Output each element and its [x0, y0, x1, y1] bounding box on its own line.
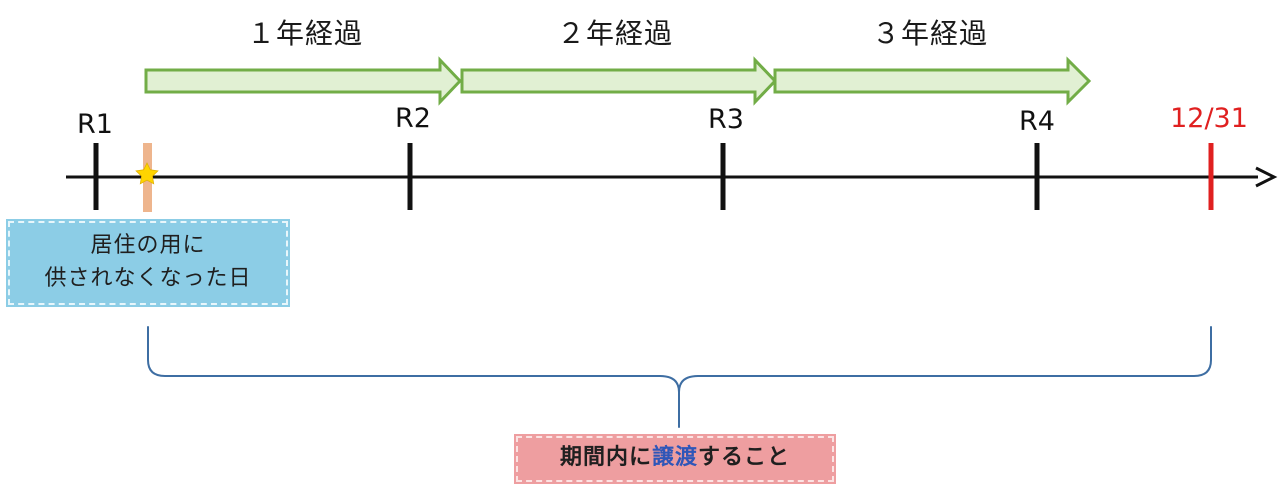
year-label-r3: R3	[708, 104, 744, 135]
timeline-arrowhead	[1255, 166, 1278, 188]
year-label-r1: R1	[77, 109, 113, 140]
period-label-3: ３年経過	[872, 17, 988, 50]
period-arrow-1	[144, 56, 463, 106]
year-label-deadline: 12/31	[1170, 103, 1248, 134]
deadline-note-box: 期間内に譲渡すること	[516, 436, 834, 482]
year-label-r2: R2	[395, 103, 431, 134]
period-brace	[147, 326, 1212, 428]
period-arrow-2	[460, 56, 778, 106]
deadline-note-suffix: すること	[698, 445, 791, 470]
event-note-line-2: 供されなくなった日	[44, 266, 252, 291]
event-note-line-1: 居住の用に	[90, 233, 206, 258]
deadline-note-highlight: 譲渡	[651, 445, 698, 470]
period-label-1: １年経過	[247, 17, 363, 50]
star-icon	[135, 162, 159, 185]
period-label-2: ２年経過	[557, 17, 673, 50]
event-note-box: 居住の用に 供されなくなった日	[8, 221, 288, 305]
year-label-r4: R4	[1019, 106, 1055, 137]
period-arrow-3	[773, 56, 1092, 106]
deadline-note-prefix: 期間内に	[559, 445, 652, 470]
